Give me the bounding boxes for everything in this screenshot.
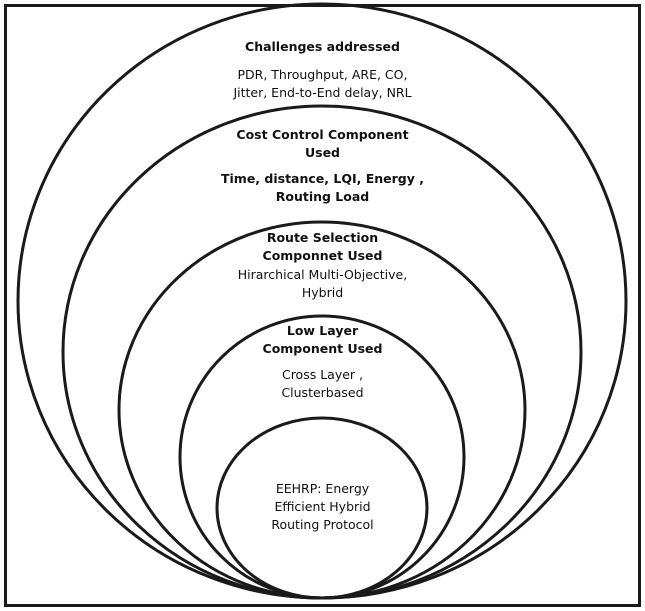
cost-control-heading-line-1: Cost Control Component [236, 127, 409, 142]
route-selection-heading-line-2: Componnet Used [262, 248, 383, 263]
route-selection-body-line-1: Hirarchical Multi-Objective, [237, 267, 408, 282]
ring-low-layer [178, 314, 466, 600]
challenges-body: PDR, Throughput, ARE, CO, Jitter, End-to… [0, 66, 645, 102]
route-selection-heading: Route Selection Componnet Used [0, 229, 645, 265]
ring-inner-eehrp [215, 416, 429, 600]
low-layer-heading: Low Layer Component Used [0, 322, 645, 358]
low-layer-body-line-1: Cross Layer , [281, 367, 364, 382]
cost-control-heading: Cost Control Component Used [0, 126, 645, 162]
low-layer-body: Cross Layer , Clusterbased [0, 366, 645, 402]
low-layer-heading-line-2: Component Used [262, 341, 383, 356]
challenges-body-line-2: Jitter, End-to-End delay, NRL [233, 85, 412, 100]
cost-control-body-line-2: Routing Load [275, 189, 370, 204]
cost-control-body-line-1: Time, distance, LQI, Energy , [220, 171, 424, 186]
challenges-heading: Challenges addressed [0, 38, 645, 56]
route-selection-heading-line-1: Route Selection [266, 230, 379, 245]
eehrp-label-line-2: Efficient Hybrid [274, 499, 371, 514]
cost-control-heading-line-2: Used [304, 145, 341, 160]
eehrp-label-line-1: EEHRP: Energy [275, 481, 370, 496]
route-selection-body-line-2: Hybrid [301, 285, 344, 300]
route-selection-body: Hirarchical Multi-Objective, Hybrid [0, 266, 645, 302]
eehrp-label: EEHRP: Energy Efficient Hybrid Routing P… [0, 480, 645, 534]
low-layer-heading-line-1: Low Layer [286, 323, 359, 338]
challenges-heading-line-1: Challenges addressed [245, 39, 400, 54]
challenges-body-line-1: PDR, Throughput, ARE, CO, [237, 67, 408, 82]
cost-control-body: Time, distance, LQI, Energy , Routing Lo… [0, 170, 645, 206]
eehrp-label-line-3: Routing Protocol [271, 517, 374, 532]
low-layer-body-line-2: Clusterbased [281, 385, 364, 400]
